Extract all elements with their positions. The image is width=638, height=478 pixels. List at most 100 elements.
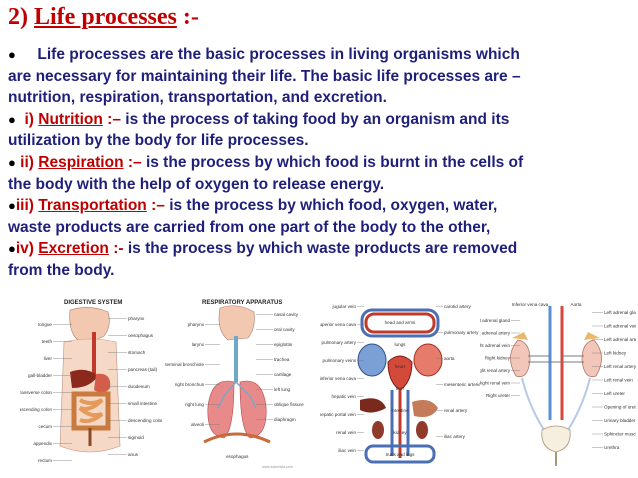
figure-label: inferior vena cava — [320, 376, 356, 381]
figure-label: intestine — [391, 408, 409, 413]
nutrition-line-2: utilization by the body for life process… — [8, 132, 309, 150]
nutrition-text-1: is the process of taking food by an orga… — [125, 110, 510, 128]
figure-label: hepatic portal vein — [320, 412, 356, 417]
figure-label: right bronchus — [175, 382, 205, 387]
bullet-icon: ● — [8, 47, 16, 62]
figure-label: Sphincter muscle — [604, 432, 636, 437]
title-suffix: :- — [182, 4, 199, 30]
title-number: 2) — [8, 4, 28, 30]
figure-label: anus — [128, 452, 139, 457]
figure-label: aorta — [444, 356, 455, 361]
figure-label: teeth — [42, 339, 53, 344]
respiration-line-1: ● ii) Respiration :– is the process by w… — [8, 152, 630, 174]
figure-label: pharynx — [188, 322, 205, 327]
figure-label: Right ureter — [486, 393, 510, 398]
figure-label: Opening of ureter — [604, 405, 636, 410]
nutrition-term: Nutrition — [38, 110, 103, 128]
intro-line-3: nutrition, respiration, transportation, … — [8, 89, 387, 107]
figure-label: oral cavity — [274, 327, 295, 332]
respiration-term: Respiration — [38, 153, 124, 171]
figure-label: Right renal artery — [480, 368, 511, 373]
figure-label: liver — [44, 356, 53, 361]
transport-line-2: waste products are carried from one part… — [8, 218, 491, 236]
figure-label: heart — [395, 364, 406, 369]
figure-label: Inferior vena cava — [512, 302, 549, 307]
figure-label: trunk and legs — [386, 452, 416, 457]
respiration-number: ii) — [20, 153, 34, 171]
figure-label: head and arms — [385, 320, 416, 325]
figure-label: trachea — [274, 357, 290, 362]
figure-label: diaphragm — [274, 417, 296, 422]
figure-label: Left adrenal gland — [604, 310, 636, 315]
figure-label: lungs — [395, 342, 407, 347]
figure-label: Left renal vein — [604, 378, 633, 383]
figure-label: Right adrenal vein — [480, 343, 510, 348]
intro-text-1: Life processes are the basic processes i… — [37, 46, 520, 63]
nutrition-line-1: ● i) Nutrition :– is the process of taki… — [8, 109, 630, 131]
figure-label: kidney — [393, 430, 407, 435]
figure-label: duodenum — [128, 384, 150, 389]
excretion-line-2: from the body. — [8, 261, 115, 279]
figure-label: Right adrenal artery — [480, 331, 511, 336]
figure-label: pulmonary artery — [444, 330, 479, 335]
bullet-icon: ● — [8, 241, 16, 257]
figure-label: Right adrenal gland — [480, 318, 510, 323]
figure-label: Right kidney — [485, 356, 511, 361]
figure-label: stomach — [128, 350, 146, 355]
bullet-icon: ● — [8, 198, 16, 214]
respiratory-watermark: www.tutorvista.com — [262, 465, 293, 469]
page-title: 2) Life processes :- — [8, 4, 199, 31]
figure-label: small intestine — [128, 401, 158, 406]
figure-label: descending colon — [128, 418, 162, 423]
figure-label: cecum — [38, 424, 52, 429]
excretory-right-labels: Left adrenal glandLeft adrenal veinLeft … — [592, 310, 636, 450]
figure-label: Urinary bladder — [604, 418, 636, 423]
figure-label: renal vein — [336, 430, 356, 435]
figure-label: oesophagus — [128, 333, 154, 338]
nutrition-number: i) — [24, 110, 34, 128]
digestive-header: DIGESTIVE SYSTEM — [64, 300, 122, 306]
figure-label: Aorta — [571, 302, 582, 307]
figure-label: pulmonary veins — [323, 358, 357, 363]
figure-label: appendix — [33, 441, 52, 446]
circulatory-mid-labels: head and arms lungs heart liver intestine kid… — [385, 320, 416, 457]
digestive-left-labels: tongue teeth liver gall-bladder transverse c… — [20, 322, 72, 463]
figure-label: cartilage — [274, 372, 292, 377]
nutrition-separator: :– — [107, 110, 121, 128]
figure-label: ascending colon — [20, 407, 52, 412]
excretory-top-labels: Inferior vena cava Aorta — [512, 302, 582, 307]
figure-label: Left kidney — [604, 351, 627, 356]
intro-line-2: are necessary for maintaining their life… — [8, 67, 521, 85]
figure-label: superior vena cava — [320, 322, 356, 327]
figure-label: tongue — [38, 322, 52, 327]
figure-label: right lung — [185, 402, 204, 407]
figure-label: mesenteric arteries — [444, 382, 480, 387]
figure-label: transverse colon — [20, 390, 52, 395]
figure-label: gall-bladder — [28, 373, 52, 378]
figure-label: pancreas (tail) — [128, 367, 158, 372]
figure-label: Left adrenal artery — [604, 337, 636, 342]
figure-label: hepatic vein — [331, 394, 356, 399]
respiration-line-2: the body with the help of oxygen to rele… — [8, 175, 385, 193]
excretory-figure: Inferior vena cava Aorta Right adrenal gl… — [480, 300, 636, 472]
digestive-system-figure: DIGESTIVE SYSTEM tongue teeth liver gall-bl… — [20, 296, 162, 472]
figure-label: Left renal artery — [604, 364, 636, 369]
figure-label: sigmoid — [128, 435, 144, 440]
figure-label: Urethra — [604, 445, 620, 450]
transport-separator: :– — [151, 197, 165, 215]
bullet-icon: ● — [8, 154, 16, 170]
figure-label: liver — [396, 386, 405, 391]
transport-text-1: is the process by which food, oxygen, wa… — [169, 197, 498, 215]
title-heading: Life processes — [34, 4, 177, 30]
respiratory-esophagus-label: esophagus — [226, 454, 249, 459]
figure-label: renal artery — [444, 408, 468, 413]
figure-label: rectum — [38, 458, 52, 463]
body-text: ● Life processes are the basic processes… — [8, 44, 630, 282]
figure-label: left lung — [274, 387, 291, 392]
figure-label: oblique fissure — [274, 402, 304, 407]
figure-label: alveoli — [191, 422, 204, 427]
